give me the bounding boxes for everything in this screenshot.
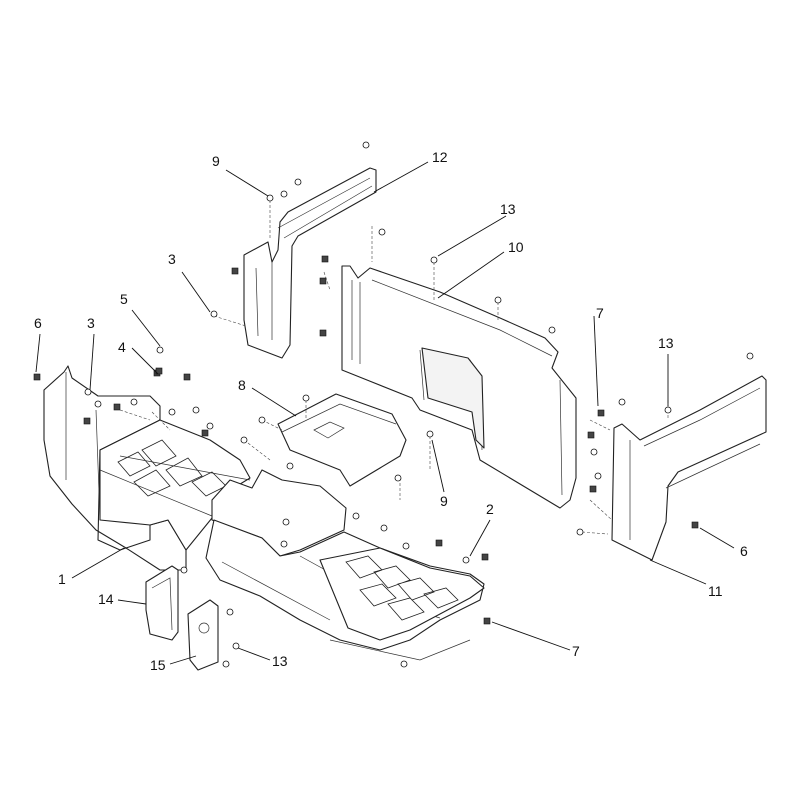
fastener-bolt <box>282 518 290 526</box>
fastener-nut <box>231 267 239 275</box>
fastener-bolt <box>400 660 408 668</box>
fastener-nut <box>319 277 327 285</box>
part-11-right-panel <box>611 375 767 561</box>
fastener-bolt <box>590 448 598 456</box>
fastener-bolt <box>402 542 410 550</box>
fastener-bolt <box>266 194 274 202</box>
callout-label-5: 5 <box>120 291 128 307</box>
callout-label-13: 13 <box>272 653 288 669</box>
callout-label-7: 7 <box>596 305 604 321</box>
part-1-floor-assembly <box>43 365 485 661</box>
part-10-rear-panel <box>341 265 577 509</box>
part-8-cover-plate <box>277 393 407 487</box>
callout-label-4: 4 <box>118 339 126 355</box>
fastener-bolt <box>240 436 248 444</box>
callout-label-10: 10 <box>508 239 524 255</box>
part-15-bracket <box>187 599 219 671</box>
fastener-bolt <box>226 608 234 616</box>
fasteners <box>33 141 754 668</box>
callout-label-9: 9 <box>212 153 220 169</box>
fastener-nut <box>321 255 329 263</box>
fastener-nut <box>483 617 491 625</box>
part-12-upper-left-panel <box>243 167 377 359</box>
fastener-nut <box>597 409 605 417</box>
fastener-nut <box>83 417 91 425</box>
fastener-nut <box>691 521 699 529</box>
fastener-nut <box>587 431 595 439</box>
callout-label-13: 13 <box>500 201 516 217</box>
callout-label-6: 6 <box>740 543 748 559</box>
fastener-bolt <box>168 408 176 416</box>
fastener-bolt <box>494 296 502 304</box>
assembly-lines <box>119 200 669 535</box>
fastener-nut <box>33 373 41 381</box>
fastener-bolt <box>378 228 386 236</box>
fastener-bolt <box>430 256 438 264</box>
fastener-bolt <box>576 528 584 536</box>
fastener-bolt <box>258 416 266 424</box>
fastener-nut <box>589 485 597 493</box>
fastener-bolt <box>210 310 218 318</box>
fastener-bolt <box>94 400 102 408</box>
callout-label-15: 15 <box>150 657 166 673</box>
fastener-bolt <box>426 430 434 438</box>
fastener-nut <box>435 539 443 547</box>
fastener-bolt <box>548 326 556 334</box>
callout-label-3: 3 <box>168 251 176 267</box>
fastener-nut <box>319 329 327 337</box>
fastener-bolt <box>222 660 230 668</box>
callout-label-6: 6 <box>34 315 42 331</box>
fastener-bolt <box>394 474 402 482</box>
fastener-bolt <box>746 352 754 360</box>
fastener-bolt <box>352 512 360 520</box>
fastener-nut <box>113 403 121 411</box>
fastener-bolt <box>280 540 288 548</box>
fastener-bolt <box>206 422 214 430</box>
callout-label-7: 7 <box>572 643 580 659</box>
fastener-bolt <box>192 406 200 414</box>
callout-label-11: 11 <box>708 583 723 599</box>
fastener-bolt <box>618 398 626 406</box>
leader-lines <box>35 161 735 665</box>
callout-label-14: 14 <box>98 591 114 607</box>
fastener-bolt <box>280 190 288 198</box>
callouts: 1 2 3 3 4 5 6 6 7 7 8 9 9 10 11 12 13 13… <box>34 149 748 673</box>
fastener-bolt <box>130 398 138 406</box>
fastener-bolt <box>362 141 370 149</box>
callout-label-13: 13 <box>658 335 674 351</box>
fastener-bolt <box>286 462 294 470</box>
fastener-bolt <box>664 406 672 414</box>
fastener-nut <box>481 553 489 561</box>
fastener-bolt <box>594 472 602 480</box>
fastener-bolt <box>232 642 240 650</box>
fastener-nut <box>183 373 191 381</box>
callout-label-12: 12 <box>432 149 448 165</box>
fastener-bolt <box>156 346 164 354</box>
fastener-nut <box>155 367 163 375</box>
fastener-bolt <box>180 566 188 574</box>
callout-label-8: 8 <box>238 377 246 393</box>
fastener-bolt <box>84 388 92 396</box>
fastener-bolt <box>380 524 388 532</box>
fastener-bolt <box>294 178 302 186</box>
callout-label-9: 9 <box>440 493 448 509</box>
fastener-bolt <box>462 556 470 564</box>
callout-label-1: 1 <box>58 571 66 587</box>
part-14-bracket <box>145 565 179 641</box>
fastener-bolt <box>302 394 310 402</box>
callout-label-3: 3 <box>87 315 95 331</box>
fastener-nut <box>201 429 209 437</box>
callout-label-2: 2 <box>486 501 494 517</box>
